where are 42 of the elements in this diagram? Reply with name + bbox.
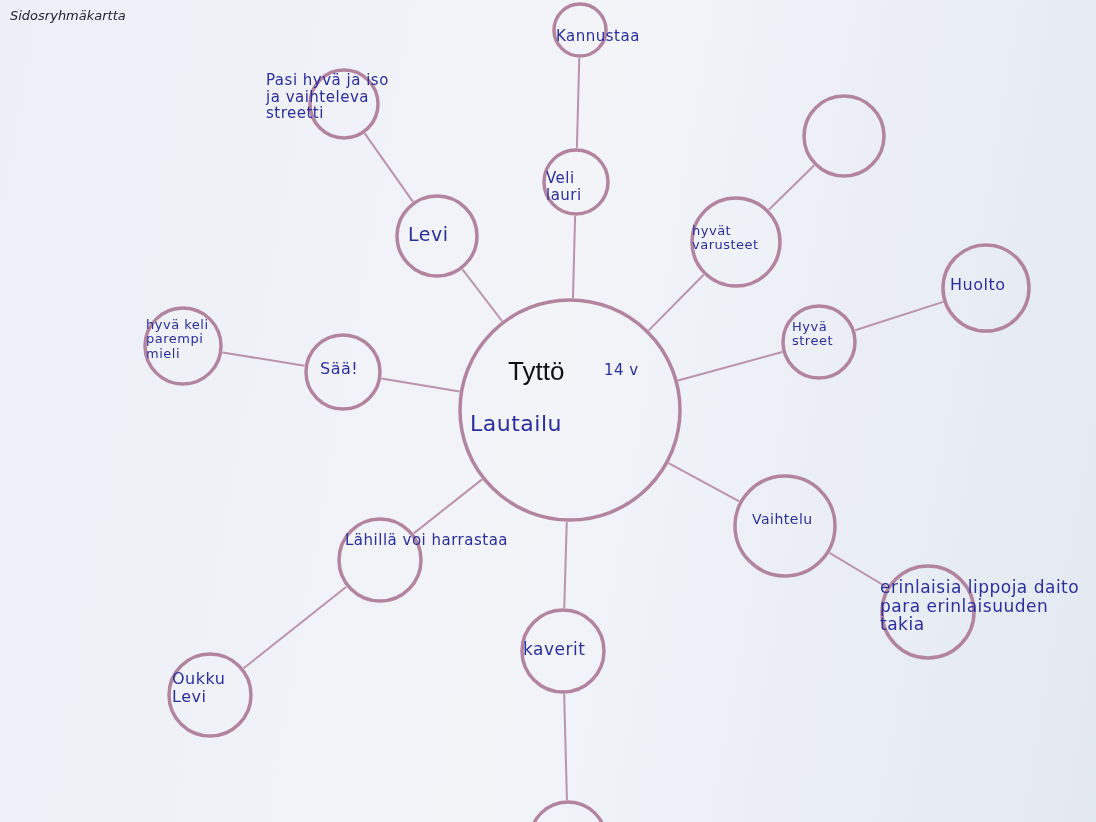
- handwritten-text: Hyvä street: [792, 320, 835, 349]
- circle-node: [143, 306, 223, 386]
- handwritten-text: Veli lauri: [546, 170, 583, 203]
- handwritten-text: Huolto: [950, 276, 1007, 294]
- handwritten-text: Vaihtelu: [752, 512, 814, 528]
- circle-node: [542, 148, 610, 216]
- connector-line: [667, 462, 741, 503]
- connector-line: [363, 132, 414, 203]
- handwritten-text: Lautailu: [470, 412, 563, 437]
- connector-line: [677, 351, 784, 382]
- circle-node: [458, 298, 682, 522]
- connector-line: [575, 57, 581, 149]
- handwritten-text: Levi: [408, 224, 450, 245]
- circle-node: [520, 608, 606, 694]
- circle-node: [781, 304, 857, 380]
- circle-node: [941, 243, 1031, 333]
- heading-text: Tyttö: [508, 357, 566, 386]
- connector-line: [221, 351, 306, 367]
- title: Sidosryhmäkartta: [10, 8, 126, 23]
- connector-line: [647, 273, 705, 332]
- connector-line: [828, 551, 888, 589]
- connector-line: [380, 377, 461, 393]
- handwritten-text: kaverit: [523, 640, 587, 659]
- connector-line: [242, 585, 348, 670]
- connector-line: [767, 164, 816, 211]
- connector-line: [571, 215, 577, 300]
- handwritten-text: 14 v: [604, 362, 640, 379]
- connector-line: [563, 693, 568, 801]
- circle-node: [802, 94, 886, 178]
- circle-node: [395, 194, 479, 278]
- circle-node: [690, 196, 782, 288]
- circle-node: [733, 474, 837, 578]
- connector-line: [461, 268, 503, 322]
- connector-line: [854, 300, 945, 332]
- handwritten-text: hyvät varusteet: [692, 224, 760, 253]
- circle-node: [167, 652, 253, 738]
- connector-line: [412, 478, 484, 535]
- handwritten-text: Sää!: [320, 360, 360, 378]
- circle-node: [304, 333, 382, 411]
- handwritten-text: Oukku Levi: [172, 670, 227, 706]
- connector-line: [563, 520, 568, 609]
- handwritten-text: hyvä keli parempi mieli: [146, 318, 210, 361]
